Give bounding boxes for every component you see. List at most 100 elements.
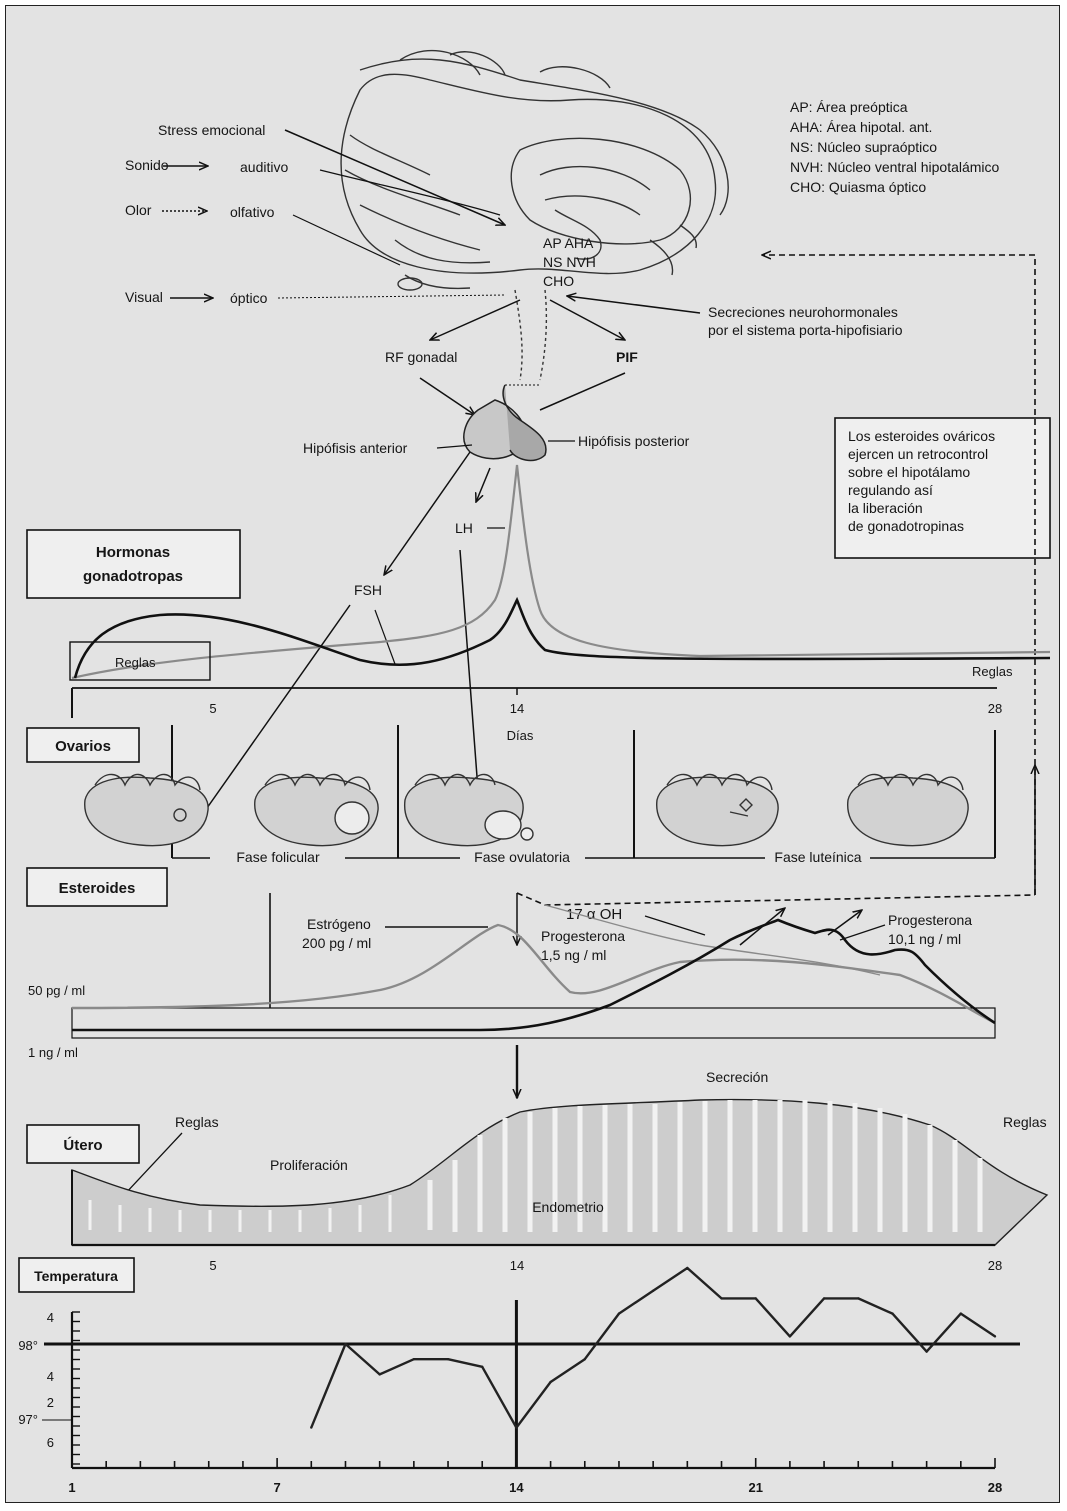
svg-text:Hormonas: Hormonas <box>96 544 170 561</box>
y-tick-label: 6 <box>47 1435 54 1450</box>
svg-text:Progesterona: Progesterona <box>888 912 972 928</box>
temperature-point <box>925 1350 927 1352</box>
svg-text:Fase ovulatoria: Fase ovulatoria <box>474 849 570 865</box>
temperature-point <box>994 1335 996 1337</box>
svg-text:Los esteroides ováricos: Los esteroides ováricos <box>848 428 995 444</box>
temperature-point <box>789 1335 791 1337</box>
optic-label: óptico <box>230 290 268 306</box>
svg-text:Fase folicular: Fase folicular <box>236 849 320 865</box>
svg-text:Esteroides: Esteroides <box>59 880 136 897</box>
svg-text:5: 5 <box>209 1258 216 1273</box>
svg-text:sobre el hipotálamo: sobre el hipotálamo <box>848 464 970 480</box>
chart-title: Temperatura <box>34 1268 118 1284</box>
temperature-point <box>720 1297 722 1299</box>
nuclei-label-2: NS NVH <box>543 254 596 270</box>
y-tick-label: 2 <box>47 1395 54 1410</box>
stress-label: Stress emocional <box>158 122 265 138</box>
brain-illustration <box>341 51 728 380</box>
svg-text:5: 5 <box>209 701 216 716</box>
days-label: Días <box>507 728 534 743</box>
temperature-axes: 1 7 14 21 28 4 98° 4 2 97° 6 <box>18 1300 1020 1495</box>
x-tick-label: 21 <box>748 1480 762 1495</box>
menses-right-label: Reglas <box>972 664 1013 679</box>
svg-text:Secreciones neurohormonales: Secreciones neurohormonales <box>708 304 898 320</box>
ovaries-section: Ovarios Fase folicular Fase ovulatoria F… <box>27 725 995 865</box>
svg-text:14: 14 <box>510 1258 524 1273</box>
svg-text:gonadotropas: gonadotropas <box>83 568 183 585</box>
temperature-point <box>857 1297 859 1299</box>
temperature-point <box>515 1426 517 1428</box>
y-tick-label: 4 <box>47 1310 54 1325</box>
ovary-drawings <box>85 774 968 845</box>
sound-label: Sonido <box>125 157 169 173</box>
temperature-point <box>481 1366 483 1368</box>
svg-text:Progesterona: Progesterona <box>541 928 625 944</box>
y-tick-label: 97° <box>18 1412 38 1427</box>
temperature-point <box>652 1290 654 1292</box>
temperature-point <box>344 1343 346 1345</box>
svg-text:por el sistema porta-hipofisia: por el sistema porta-hipofisiario <box>708 322 903 338</box>
y-tick-label: 98° <box>18 1338 38 1353</box>
svg-text:NVH: Núcleo ventral hipotalámi: NVH: Núcleo ventral hipotalámico <box>790 159 1000 175</box>
temperature-point <box>618 1312 620 1314</box>
pif-label: PIF <box>616 349 638 365</box>
svg-text:1,5 ng / ml: 1,5 ng / ml <box>541 947 606 963</box>
svg-text:Secreción: Secreción <box>706 1069 768 1085</box>
x-tick-label: 7 <box>273 1480 280 1495</box>
temperature-chart: Temperatura 1 7 14 21 28 4 98° 4 2 97° 6 <box>18 1258 1020 1495</box>
svg-text:50 pg / ml: 50 pg / ml <box>28 983 85 998</box>
smell-label: Olor <box>125 202 152 218</box>
y-tick-label: 4 <box>47 1369 54 1384</box>
svg-text:17 α OH: 17 α OH <box>566 906 622 923</box>
x-tick-label: 28 <box>988 1480 1002 1495</box>
temperature-series <box>310 1267 996 1429</box>
temperature-point <box>686 1267 688 1269</box>
svg-text:CHO: Quiasma óptico: CHO: Quiasma óptico <box>790 179 926 195</box>
lh-label: LH <box>455 520 473 536</box>
uterus-section: Útero Reglas Proliferación Secreción Reg… <box>27 1069 1047 1273</box>
temperature-point <box>584 1358 586 1360</box>
svg-text:10,1 ng / ml: 10,1 ng / ml <box>888 931 961 947</box>
feedback-annotation: Los esteroides ováricos ejercen un retro… <box>517 255 1050 905</box>
temperature-point <box>447 1358 449 1360</box>
temperature-point <box>549 1381 551 1383</box>
svg-text:Proliferación: Proliferación <box>270 1157 348 1173</box>
pituitary-gland: Hipófisis anterior Hipófisis posterior <box>303 385 690 575</box>
svg-text:Estrógeno: Estrógeno <box>307 916 371 932</box>
svg-text:28: 28 <box>988 1258 1002 1273</box>
fsh-label: FSH <box>354 582 382 598</box>
svg-text:Reglas: Reglas <box>175 1114 219 1130</box>
secretions-annotation: Secreciones neurohormonales por el siste… <box>385 296 903 415</box>
olfactory-label: olfativo <box>230 204 275 220</box>
visual-label: Visual <box>125 289 163 305</box>
svg-text:1 ng / ml: 1 ng / ml <box>28 1045 78 1060</box>
temperature-point <box>891 1312 893 1314</box>
svg-text:Fase luteínica: Fase luteínica <box>774 849 861 865</box>
svg-text:AP: Área preóptica: AP: Área preóptica <box>790 99 908 115</box>
fsh-curve <box>75 600 1050 678</box>
hypophysis-posterior-label: Hipófisis posterior <box>578 433 690 449</box>
nuclei-label-3: CHO <box>543 273 574 289</box>
svg-text:Reglas: Reglas <box>1003 1114 1047 1130</box>
auditory-label: auditivo <box>240 159 288 175</box>
svg-text:la liberación: la liberación <box>848 500 923 516</box>
svg-text:NS: Núcleo supraóptico: NS: Núcleo supraóptico <box>790 139 937 155</box>
rf-gonadal-label: RF gonadal <box>385 349 457 365</box>
svg-text:de gonadotropinas: de gonadotropinas <box>848 518 964 534</box>
svg-text:Ovarios: Ovarios <box>55 738 111 755</box>
temperature-point <box>755 1297 757 1299</box>
svg-text:Endometrio: Endometrio <box>532 1199 604 1215</box>
svg-text:200 pg / ml: 200 pg / ml <box>302 935 371 951</box>
progesterone-curve <box>72 920 995 1030</box>
svg-text:Útero: Útero <box>63 1136 102 1154</box>
svg-text:AHA: Área hipotal. ant.: AHA: Área hipotal. ant. <box>790 119 932 135</box>
temperature-point <box>413 1358 415 1360</box>
svg-text:28: 28 <box>988 701 1002 716</box>
x-tick-label: 1 <box>68 1480 75 1495</box>
temperature-point <box>823 1297 825 1299</box>
abbreviation-legend: AP: Área preóptica AHA: Área hipotal. an… <box>790 99 1000 195</box>
x-tick-label: 14 <box>509 1480 524 1495</box>
svg-text:ejercen un retrocontrol: ejercen un retrocontrol <box>848 446 988 462</box>
svg-text:14: 14 <box>510 701 524 716</box>
